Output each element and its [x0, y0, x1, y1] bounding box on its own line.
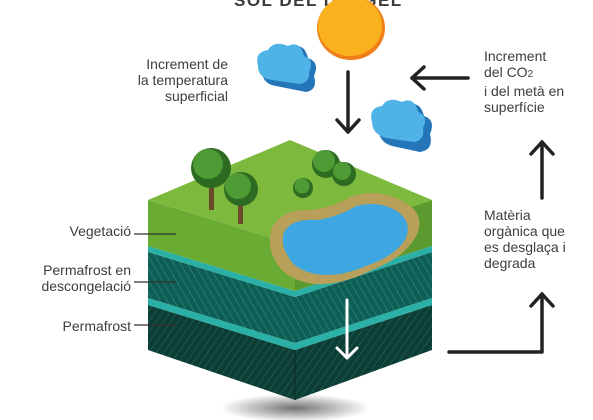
co2-left-arrow [410, 65, 470, 91]
heat-down-arrow [335, 70, 361, 134]
permafrost-label: Permafrost [62, 318, 131, 334]
vegetation-label: Vegetació [69, 223, 132, 239]
tree-icon [332, 162, 356, 186]
lake-water [282, 204, 408, 275]
temperature-label: Increment de la temperatura superficial [137, 56, 228, 104]
thawing-permafrost-label: Permafrost en descongelació [41, 262, 131, 294]
tree-icon [224, 172, 258, 224]
tree-icon [191, 148, 231, 210]
thaw-down-arrow [335, 298, 359, 360]
organic-flow-arrow [447, 292, 555, 354]
diagram-title: SÒL DEL DESGEL [234, 0, 403, 10]
thawing-permafrost-layer [148, 252, 432, 343]
emission-up-arrow [529, 140, 555, 200]
soil-block [148, 140, 432, 400]
organic-matter-label: Matèria orgànica que es desglaça i degra… [484, 207, 566, 271]
sun-icon [317, 0, 385, 60]
vegetation-layer [148, 200, 295, 291]
permafrost-layer [148, 305, 432, 400]
tree-icon [293, 178, 313, 198]
cloud-icon [257, 43, 316, 92]
co2-label: Increment del CO2 i del metà en superfíc… [484, 48, 565, 115]
cloud-icon [371, 99, 432, 152]
block-shadow [220, 394, 370, 420]
